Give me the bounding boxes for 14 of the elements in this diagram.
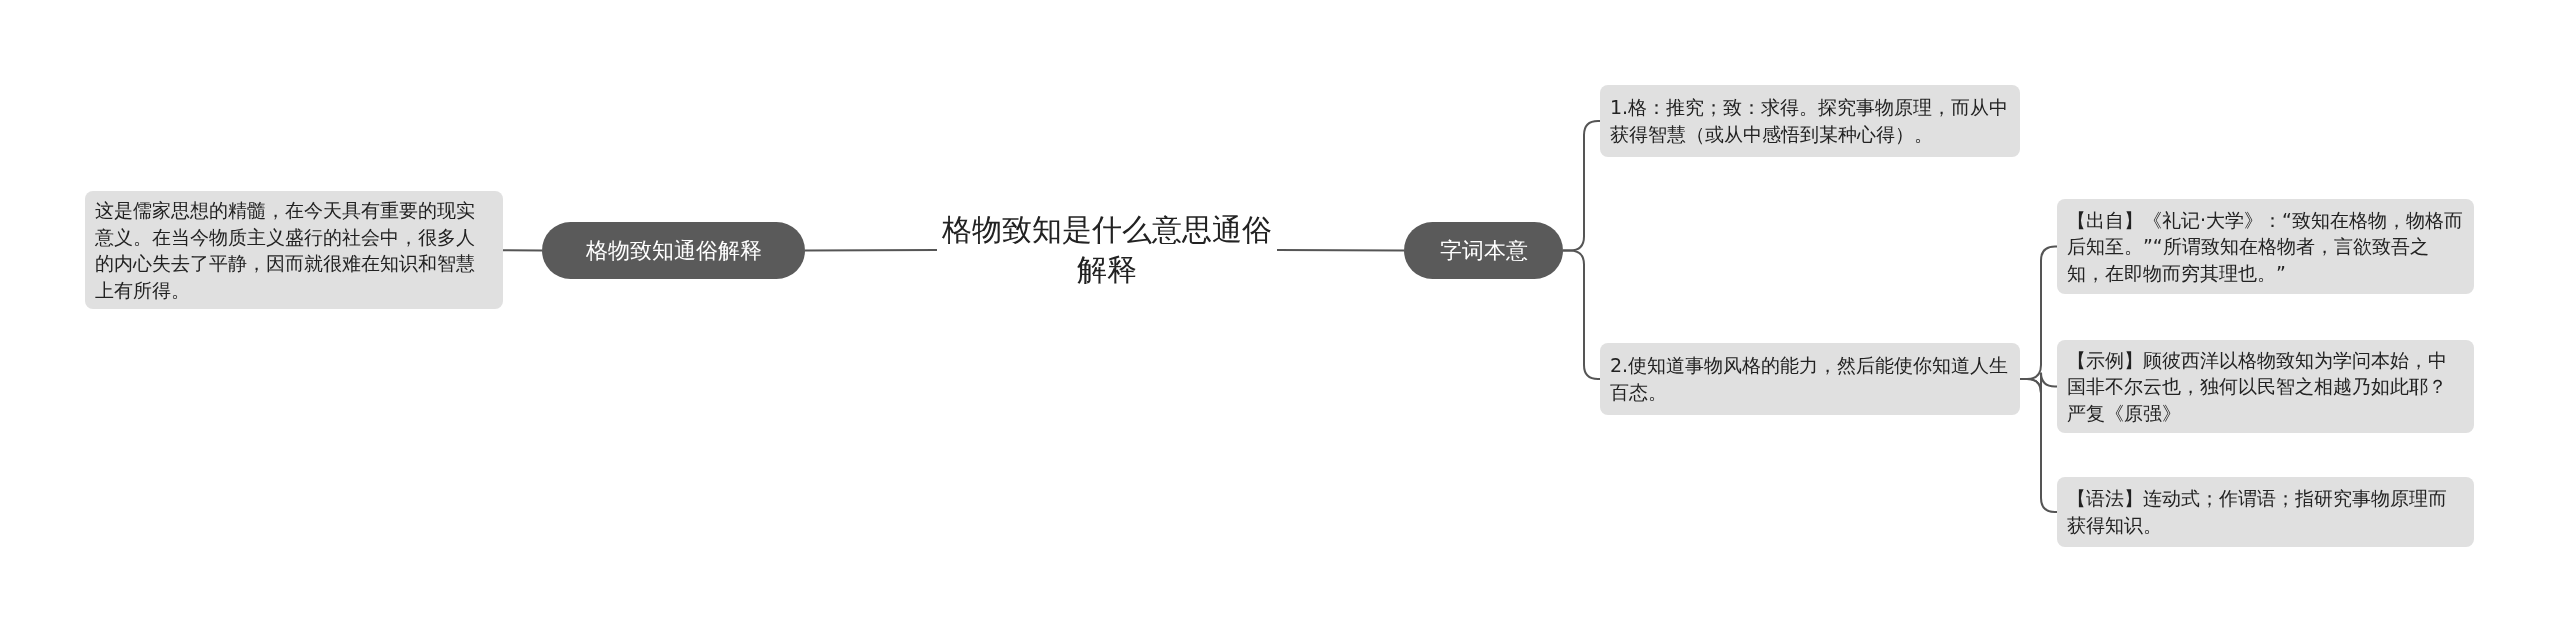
note-card: 【示例】顾彼西洋以格物致知为学问本始，中国非不尔云也，独何以民智之相越乃如此耶？严复《原强》 [2057, 340, 2474, 433]
connector-line [1562, 249, 1601, 380]
connector-line [804, 249, 938, 252]
mind-map-title: 格物致知是什么意思通俗解释 [937, 200, 1277, 300]
note-card: 【语法】连动式；作谓语；指研究事物原理而获得知识。 [2057, 477, 2474, 547]
connector-line [1276, 249, 1405, 252]
note-card: 1.格：推究；致：求得。探究事物原理，而从中获得智慧（或从中感悟到某种心得）。 [1600, 85, 2020, 157]
connector-line [502, 249, 543, 252]
connector-line [2019, 378, 2058, 513]
topic-pill: 字词本意 [1404, 222, 1563, 279]
topic-pill: 格物致知通俗解释 [542, 222, 805, 279]
note-card: 这是儒家思想的精髓，在今天具有重要的现实意义。在当今物质主义盛行的社会中，很多人的内心失去了平静，因而就很难在知识和智慧上有所得。 [85, 191, 503, 310]
note-card: 2.使知道事物风格的能力，然后能使你知道人生百态。 [1600, 343, 2020, 415]
note-card: 【出自】《礼记·大学》：“致知在格物，物格而后知至。”“所谓致知在格物者，言欲致吾之知，在即物而穷其理也。” [2057, 199, 2474, 294]
